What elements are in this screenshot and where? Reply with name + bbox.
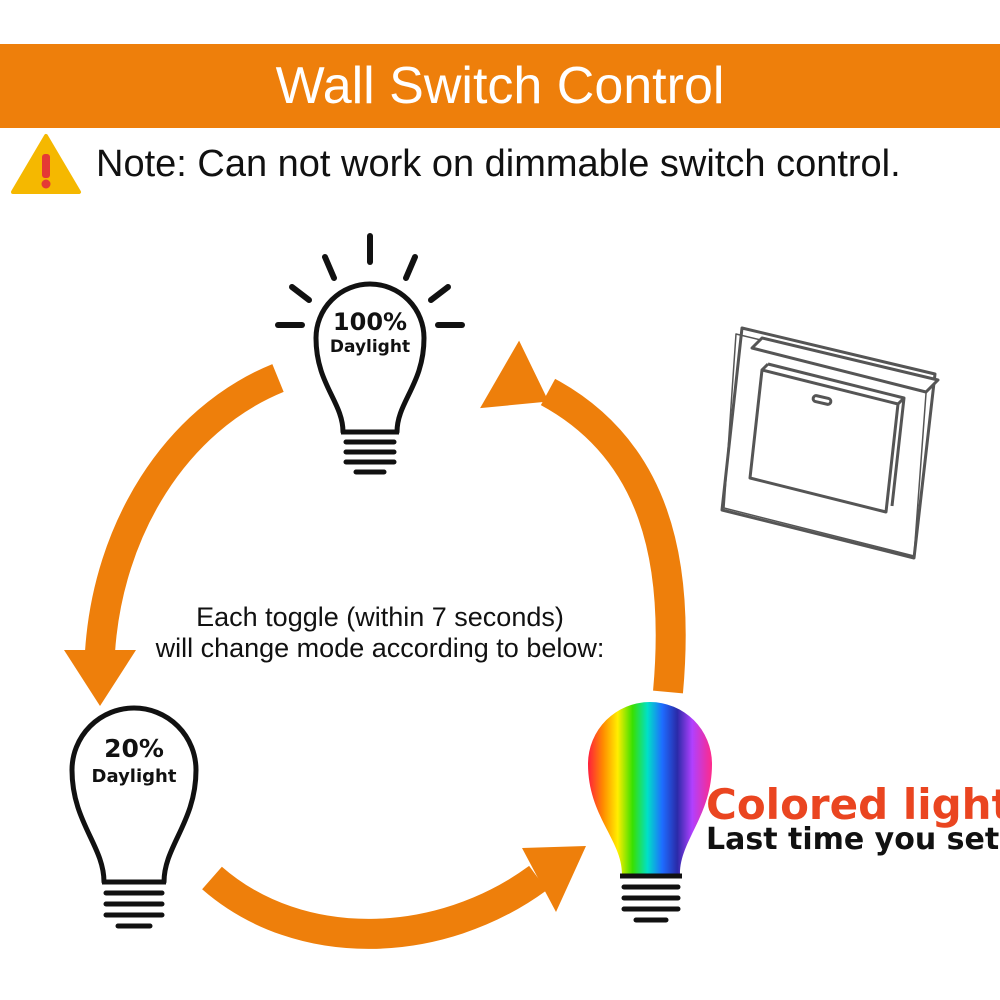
bulb-top-label: Daylight bbox=[330, 337, 410, 357]
note-row: Note: Can not work on dimmable switch co… bbox=[10, 132, 901, 196]
instruction-line-1: Each toggle (within 7 seconds) bbox=[196, 602, 564, 632]
note-text: Note: Can not work on dimmable switch co… bbox=[96, 142, 901, 185]
bulb-left-percent: 20% bbox=[104, 734, 164, 763]
colored-light-title: Colored light bbox=[706, 780, 1000, 829]
arrow-right-to-top bbox=[480, 340, 686, 694]
bulb-100-icon bbox=[275, 233, 465, 475]
bulb-top-percent: 100% bbox=[333, 308, 407, 336]
page-title: Wall Switch Control bbox=[275, 57, 725, 115]
wall-switch-icon bbox=[720, 326, 940, 560]
instruction-line-2: will change mode according to below: bbox=[155, 633, 605, 663]
bulb-left-label: Daylight bbox=[92, 766, 177, 787]
rgb-bulb-icon bbox=[588, 702, 712, 923]
arrow-left-to-right bbox=[202, 846, 586, 949]
arrow-top-to-left bbox=[64, 364, 284, 706]
cycle-instruction: Each toggle (within 7 seconds) will chan… bbox=[100, 602, 660, 664]
colored-light-subtitle: Last time you set bbox=[706, 822, 1000, 857]
warning-icon bbox=[11, 134, 81, 194]
bulb-20-icon bbox=[69, 705, 199, 929]
title-banner: Wall Switch Control bbox=[0, 44, 1000, 128]
